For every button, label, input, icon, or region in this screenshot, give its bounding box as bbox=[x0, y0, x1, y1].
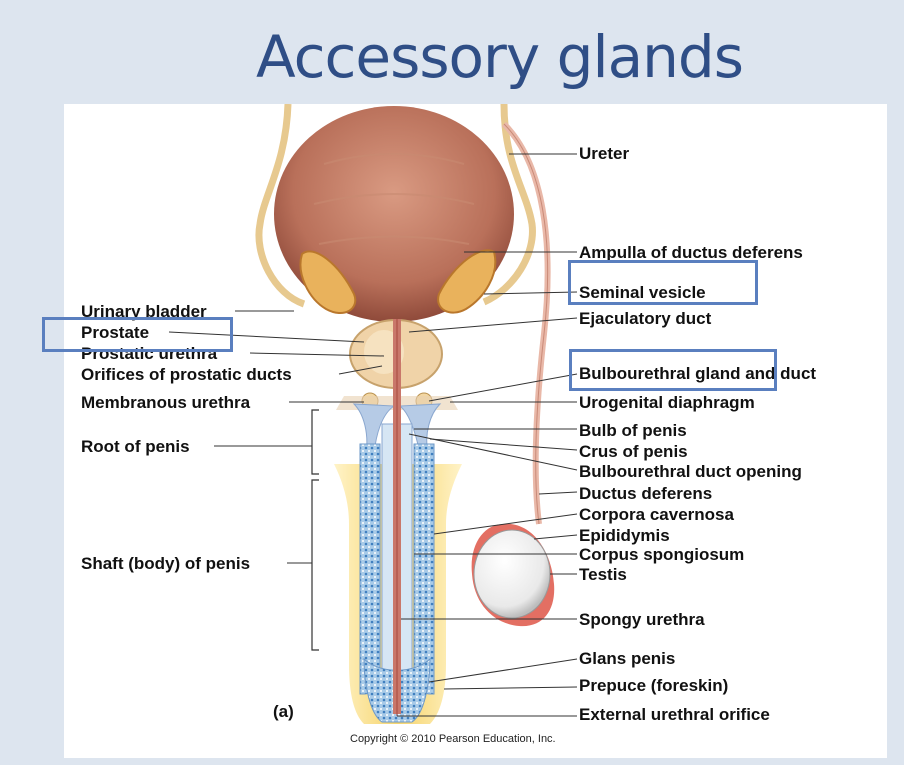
label-membranous-urethra: Membranous urethra bbox=[81, 393, 251, 412]
label-ejaculatory-duct: Ejaculatory duct bbox=[579, 309, 712, 328]
label-bulbourethral-duct-opening: Bulbourethral duct opening bbox=[579, 462, 802, 481]
label-orifices-prostatic-ducts: Orifices of prostatic ducts bbox=[81, 365, 292, 384]
right-ureter bbox=[482, 104, 536, 306]
label-root-of-penis: Root of penis bbox=[81, 437, 190, 456]
corpora-cavernosa-right bbox=[413, 443, 435, 695]
anatomy-illustration bbox=[168, 104, 578, 724]
label-shaft-of-penis: Shaft (body) of penis bbox=[81, 554, 251, 573]
left-ureter bbox=[255, 104, 306, 308]
highlight-seminal-vesicle bbox=[568, 260, 758, 305]
label-prepuce: Prepuce (foreskin) bbox=[579, 676, 729, 695]
testis-shape bbox=[473, 529, 551, 619]
label-seminal-vesicle: Seminal vesicle bbox=[579, 283, 706, 302]
label-urinary-bladder: Urinary bladder bbox=[81, 302, 207, 321]
corpora-cavernosa-left bbox=[359, 443, 381, 695]
label-corpora-cavernosa: Corpora cavernosa bbox=[579, 505, 734, 524]
label-epididymis: Epididymis bbox=[579, 526, 670, 545]
label-ureter: Ureter bbox=[579, 144, 630, 163]
panel-letter: (a) bbox=[273, 702, 294, 721]
seminal-vesicle-right bbox=[437, 249, 497, 314]
highlight-prostate bbox=[42, 317, 233, 352]
seminal-vesicle-left bbox=[299, 250, 357, 314]
label-ampulla: Ampulla of ductus deferens bbox=[579, 243, 803, 262]
label-prostate: Prostate bbox=[81, 323, 150, 342]
label-spongy-urethra: Spongy urethra bbox=[579, 610, 705, 629]
highlight-bulbourethral-gland bbox=[569, 349, 777, 391]
label-ductus-deferens: Ductus deferens bbox=[579, 484, 713, 503]
label-glans-penis: Glans penis bbox=[579, 649, 676, 668]
anatomy-figure-panel: Urinary bladder Prostate Prostatic ureth… bbox=[64, 104, 887, 758]
label-crus-of-penis: Crus of penis bbox=[579, 442, 688, 461]
copyright-notice: Copyright © 2010 Pearson Education, Inc. bbox=[350, 733, 556, 745]
label-external-urethral-orifice: External urethral orifice bbox=[579, 705, 770, 724]
label-urogenital-diaphragm: Urogenital diaphragm bbox=[579, 393, 755, 412]
label-bulb-of-penis: Bulb of penis bbox=[579, 421, 687, 440]
label-corpus-spongiosum: Corpus spongiosum bbox=[579, 545, 745, 564]
label-testis: Testis bbox=[579, 565, 627, 584]
label-bulbourethral-gland: Bulbourethral gland and duct bbox=[579, 364, 817, 383]
slide-title: Accessory glands bbox=[256, 23, 744, 91]
